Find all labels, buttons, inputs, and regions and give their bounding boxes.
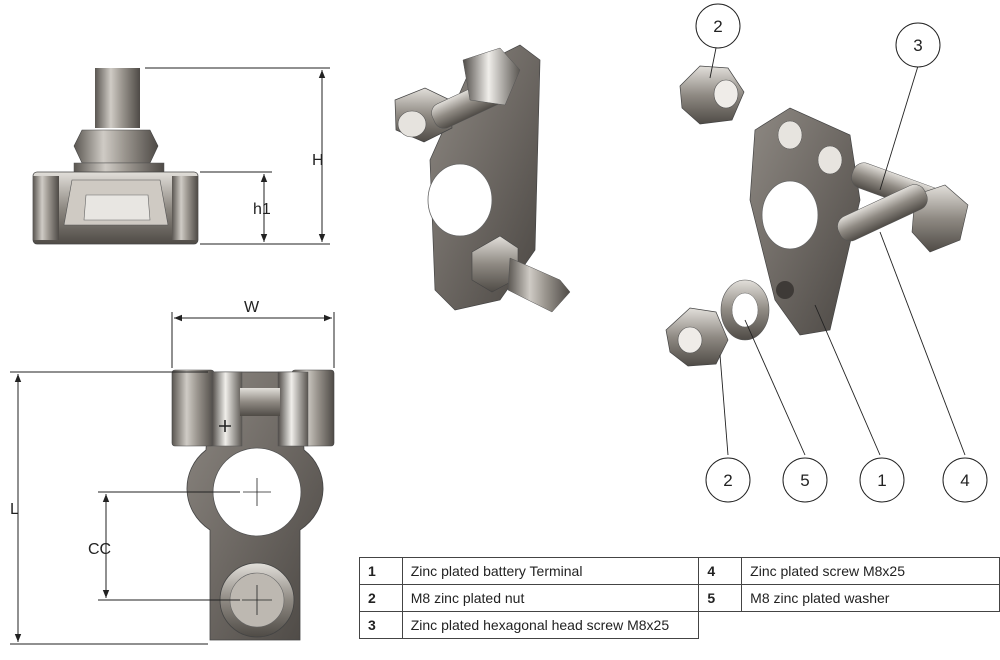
callout-2-top: 2 — [695, 3, 741, 49]
dimension-CC: CC — [88, 491, 240, 601]
part-description: Zinc plated screw M8x25 — [741, 557, 1000, 585]
part-number: 1 — [359, 557, 403, 585]
dimension-L: L — [10, 371, 208, 645]
dim-label-h1: h1 — [253, 201, 271, 218]
part-description: Zinc plated hexagonal head screw M8x25 — [401, 611, 700, 639]
part-number: 5 — [698, 584, 743, 612]
terminal-body — [749, 107, 861, 336]
part-description: M8 zinc plated nut — [401, 584, 700, 612]
part-number: 4 — [698, 557, 743, 585]
callout-1: 1 — [859, 457, 905, 503]
side-view — [32, 68, 199, 245]
exploded-view — [665, 65, 969, 367]
svg-text:2: 2 — [713, 17, 722, 36]
callout-3: 3 — [895, 22, 941, 68]
front-view — [171, 369, 335, 641]
dim-label-H: H — [312, 152, 324, 169]
dim-label-W: W — [244, 299, 260, 316]
screw — [837, 184, 928, 242]
callout-2-bottom: 2 — [705, 457, 751, 503]
table-row: 2 M8 zinc plated nut 5 M8 zinc plated wa… — [359, 584, 1000, 612]
part-description: M8 zinc plated washer — [741, 584, 1000, 612]
svg-text:2: 2 — [723, 471, 732, 490]
isometric-view — [394, 44, 571, 313]
washer — [720, 279, 770, 341]
table-row: 1 Zinc plated battery Terminal 4 Zinc pl… — [359, 557, 1000, 585]
callout-circles: 2 3 2 5 1 4 — [695, 3, 988, 503]
dim-label-CC: CC — [88, 541, 111, 558]
table-row: 3 Zinc plated hexagonal head screw M8x25 — [359, 611, 1000, 639]
dimension-W: W — [171, 299, 335, 368]
svg-text:1: 1 — [877, 471, 886, 490]
parts-list-table: 1 Zinc plated battery Terminal 4 Zinc pl… — [359, 557, 1000, 639]
svg-text:5: 5 — [800, 471, 809, 490]
dimension-h1: h1 — [200, 171, 272, 242]
nut-top — [679, 65, 745, 125]
nut-bottom — [665, 307, 729, 367]
svg-text:3: 3 — [913, 36, 922, 55]
leader-lines — [709, 47, 966, 456]
callout-4: 4 — [942, 457, 988, 503]
dimension-H: H — [145, 67, 330, 245]
callout-5: 5 — [782, 457, 828, 503]
part-number: 3 — [359, 611, 403, 639]
part-description: Zinc plated battery Terminal — [401, 557, 700, 585]
svg-text:4: 4 — [960, 471, 969, 490]
dim-label-L: L — [10, 501, 19, 518]
part-number: 2 — [359, 584, 403, 612]
